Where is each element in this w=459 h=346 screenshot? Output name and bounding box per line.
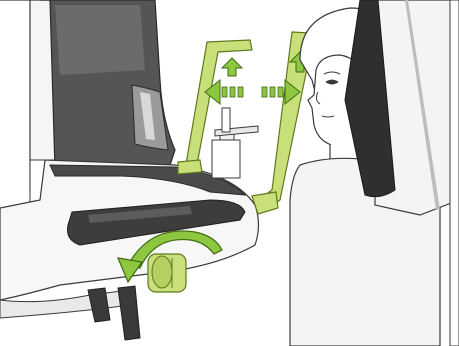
adjustment-knob-icon <box>148 254 186 292</box>
chin-rest-base <box>212 140 240 178</box>
chin-rest <box>212 108 258 178</box>
chin-rest-top <box>215 126 258 136</box>
tube-head-face <box>55 5 145 75</box>
horizontal-double-arrow-icon <box>205 80 300 104</box>
up-arrow-icon <box>222 58 242 76</box>
chin-rest-bite <box>222 108 230 132</box>
patient-eye <box>326 80 338 84</box>
temple-guide-left-foot <box>178 160 202 174</box>
support-leg-right <box>118 286 140 340</box>
side-rail <box>450 0 459 346</box>
head-holder <box>345 0 459 215</box>
